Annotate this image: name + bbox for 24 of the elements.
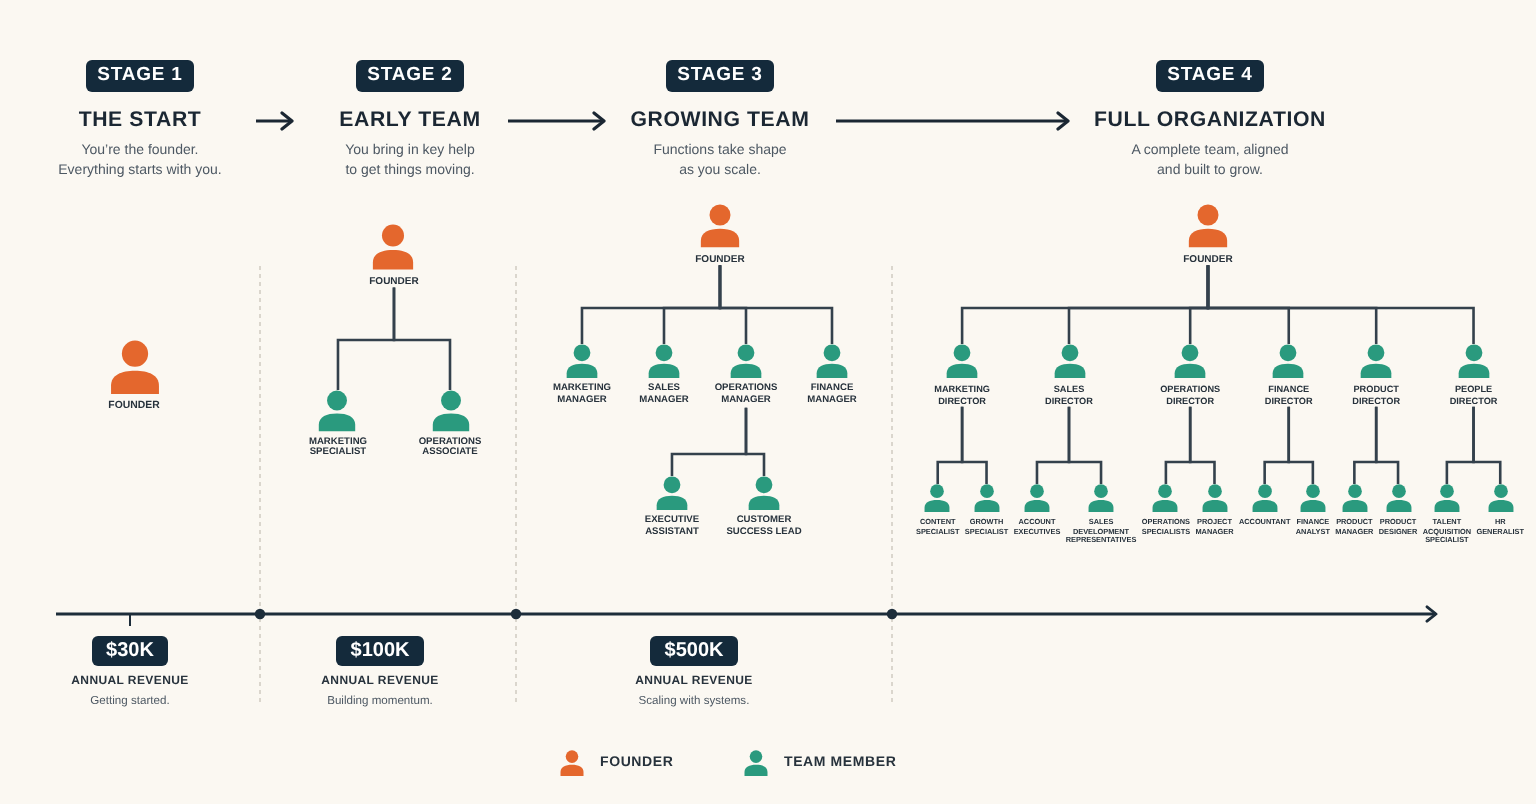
revenue-badge: $100K (336, 636, 424, 666)
connector-line (960, 406, 988, 484)
arrow (256, 111, 294, 131)
stage-badge: STAGE 2 (355, 60, 465, 92)
arrow (508, 111, 606, 131)
revenue-badge: $30K (92, 636, 168, 666)
connector-line (1472, 406, 1502, 484)
stage-title: FULL ORGANIZATION (1094, 108, 1326, 134)
stage-title: THE START (78, 108, 202, 134)
stage-badge: STAGE 4 (1155, 60, 1265, 92)
connector-line (718, 265, 834, 344)
stage-badge: STAGE 3 (665, 60, 775, 92)
arrow (836, 111, 1070, 131)
stage-badge: STAGE 1 (85, 60, 195, 92)
stage-title: EARLY TEAM (339, 108, 481, 134)
connector-line (1188, 406, 1216, 484)
connector-line (744, 407, 766, 476)
connector-line (392, 287, 452, 390)
connector-line (1374, 406, 1400, 484)
revenue-badge: $500K (650, 636, 738, 666)
connector-line (1206, 265, 1475, 344)
connector-line (1067, 406, 1103, 484)
stage-title: GROWING TEAM (630, 108, 810, 134)
connector-line (1287, 406, 1315, 484)
